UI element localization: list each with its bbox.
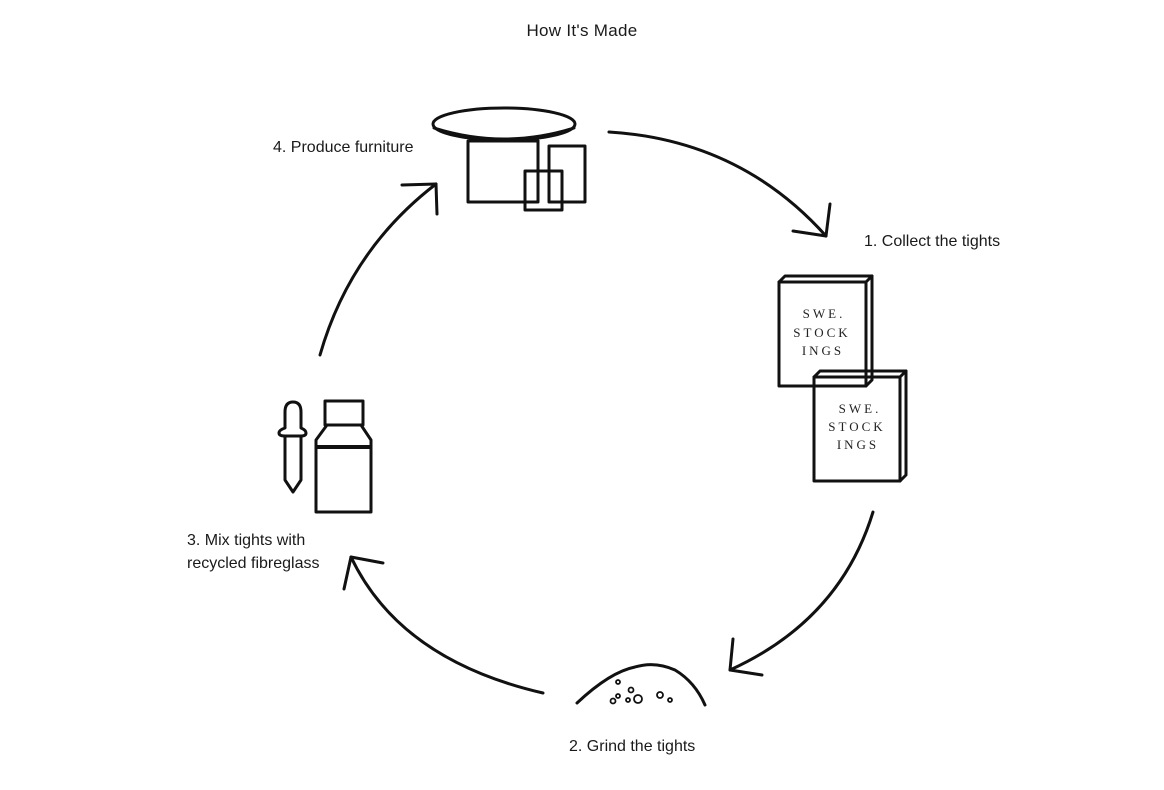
step-2-label: 2. Grind the tights [569,738,696,755]
box-front-text-line2: STOCK [828,419,885,434]
stocking-boxes-icon: SWE. STOCK INGS SWE. STOCK INGS [777,274,908,483]
diagram-title: How It's Made [526,21,638,40]
step-1-label: 1. Collect the tights [864,233,1001,250]
box-front-text-line3: INGS [837,437,879,452]
arrow-step2-to-step3 [342,555,545,695]
arrow-step4-to-step1 [607,130,832,238]
dropper-icon [277,400,308,494]
step-3-label: 3. Mix tights with recycled fibreglass [187,529,320,575]
step-3-label-line1: 3. Mix tights with [187,532,306,549]
box-back-text-line3: INGS [802,343,844,358]
dropper-bottle-icon [277,399,373,514]
box-front-text-line1: SWE. [839,401,882,416]
table-stools-icon [431,106,587,212]
stocking-box-back: SWE. STOCK INGS [777,274,874,388]
arrow-step1-to-step2 [728,510,875,677]
bottle-icon [314,399,373,514]
stocking-box-front: SWE. STOCK INGS [812,369,908,483]
ground-pile-icon [575,663,707,707]
arrow-step3-to-step4 [318,182,439,357]
box-back-text-line1: SWE. [803,306,846,321]
box-back-text-line2: STOCK [793,325,850,340]
step-3-label-line2: recycled fibreglass [187,555,320,572]
step-4-label: 4. Produce furniture [273,139,414,156]
